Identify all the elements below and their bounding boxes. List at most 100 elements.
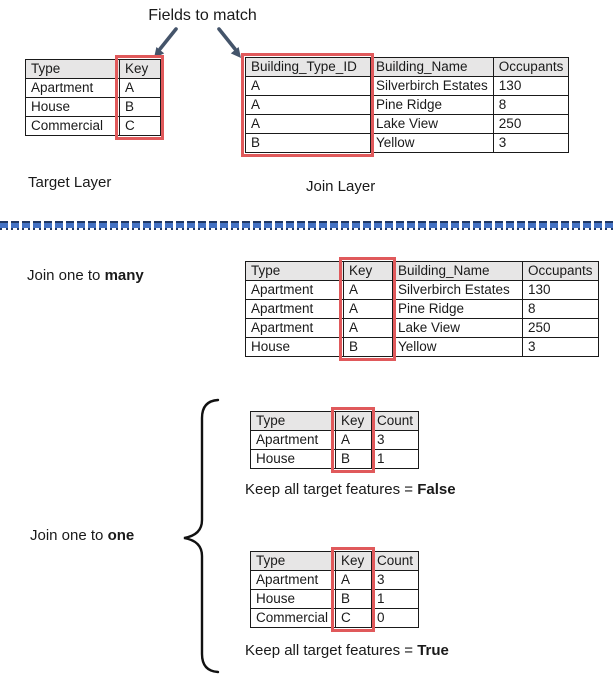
column-header: Key: [343, 261, 393, 281]
table-cell: Commercial: [250, 608, 336, 628]
table-cell: 0: [370, 608, 420, 628]
column-header: Occupants: [492, 57, 570, 77]
table-cell: Apartment: [245, 280, 344, 300]
column-header: Key: [119, 59, 161, 79]
table-cell: Yellow: [392, 337, 523, 357]
column-header: Type: [245, 261, 344, 281]
table-cell: 3: [492, 133, 570, 153]
table-cell: Pine Ridge: [392, 299, 523, 319]
keep-false-caption: Keep all target features = False: [245, 481, 456, 499]
join-one-to-many-label: Join one to many: [27, 267, 144, 285]
table-cell: 8: [522, 299, 599, 319]
table-cell: House: [250, 589, 336, 609]
table-cell: 250: [522, 318, 599, 338]
table-cell: B: [245, 133, 371, 153]
table-cell: Silverbirch Estates: [370, 76, 494, 96]
column-header: Building_Type_ID: [245, 57, 371, 77]
curly-brace-icon: [183, 398, 220, 674]
table-cell: 1: [370, 589, 420, 609]
table-cell: 1: [370, 449, 420, 469]
table-cell: Lake View: [370, 114, 494, 134]
table-cell: Commercial: [25, 116, 120, 136]
table-cell: Lake View: [392, 318, 523, 338]
table-cell: Silverbirch Estates: [392, 280, 523, 300]
table-cell: C: [335, 608, 372, 628]
arrow-down-left-icon: [154, 27, 178, 58]
keep-true-caption: Keep all target features = True: [245, 642, 449, 660]
column-header: Type: [250, 411, 336, 431]
column-header: Count: [370, 411, 420, 431]
label-text: Join one to: [30, 527, 108, 544]
table-cell: Yellow: [370, 133, 494, 153]
table-cell: 130: [522, 280, 599, 300]
column-header: Building_Name: [392, 261, 523, 281]
table-cell: 3: [522, 337, 599, 357]
table-cell: Apartment: [25, 78, 120, 98]
table-cell: Apartment: [250, 430, 336, 450]
label-bold-text: False: [417, 481, 456, 498]
table-cell: House: [250, 449, 336, 469]
table-cell: House: [25, 97, 120, 117]
join-one-to-one-label: Join one to one: [30, 527, 134, 545]
table-cell: A: [335, 430, 372, 450]
table-cell: 130: [492, 76, 570, 96]
column-header: Occupants: [522, 261, 599, 281]
table-cell: A: [119, 78, 161, 98]
label-bold-text: many: [104, 267, 144, 284]
table-cell: B: [119, 97, 161, 117]
table-cell: Apartment: [245, 318, 344, 338]
target-layer-caption: Target Layer: [28, 174, 112, 191]
table-cell: A: [343, 280, 393, 300]
table-cell: Pine Ridge: [370, 95, 494, 115]
arrow-down-right-icon: [217, 27, 241, 58]
label-text: Keep all target features =: [245, 481, 418, 498]
table-cell: B: [335, 449, 372, 469]
table-cell: A: [343, 318, 393, 338]
label-text: Keep all target features =: [245, 642, 418, 659]
label-text: Join one to: [27, 267, 105, 284]
table-cell: 8: [492, 95, 570, 115]
dashed-divider: [0, 221, 613, 231]
table-cell: House: [245, 337, 344, 357]
column-header: Building_Name: [370, 57, 494, 77]
table-cell: A: [343, 299, 393, 319]
join-layer-caption: Join Layer: [306, 178, 376, 195]
column-header: Type: [25, 59, 120, 79]
table-cell: 3: [370, 430, 420, 450]
table-cell: C: [119, 116, 161, 136]
label-bold-text: one: [107, 527, 135, 544]
table-cell: A: [335, 570, 372, 590]
column-header: Key: [335, 551, 372, 571]
column-header: Type: [250, 551, 336, 571]
fields-to-match-label: Fields to match: [148, 7, 257, 24]
